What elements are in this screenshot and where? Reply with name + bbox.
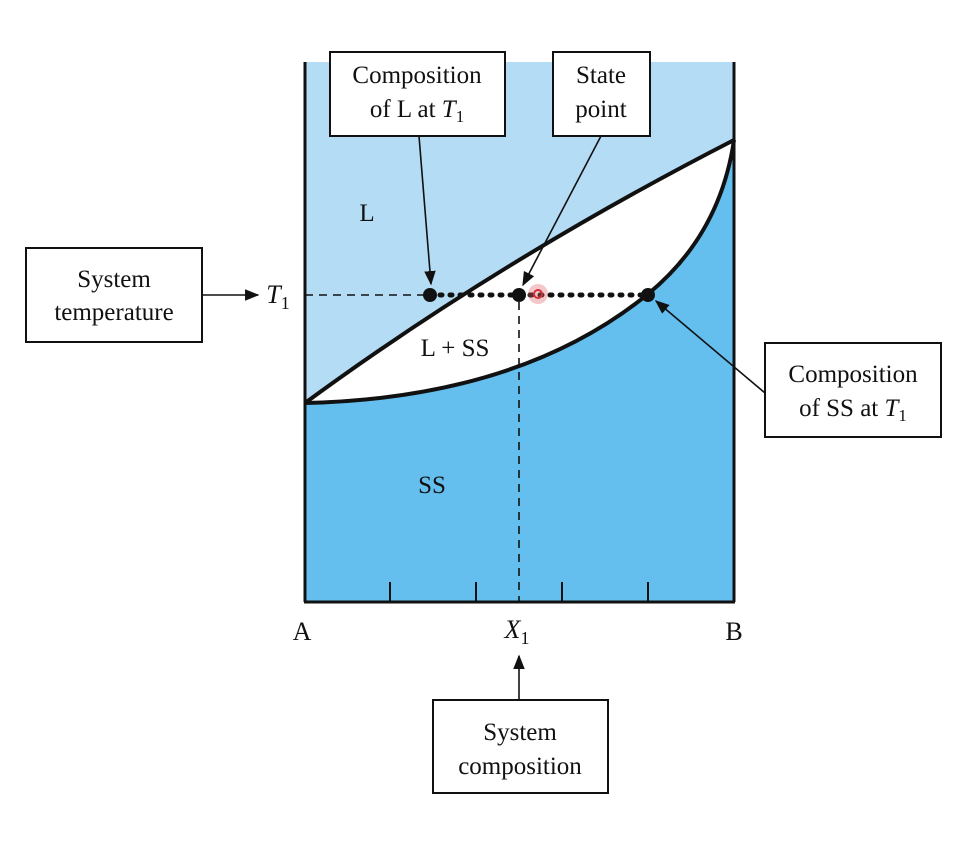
composition-ss-callout-line2: of SS at T1 — [799, 395, 907, 425]
cursor-highlight — [528, 284, 548, 304]
system-temperature-callout-line1: System — [77, 266, 151, 293]
system-composition-callout-line2: composition — [458, 753, 582, 780]
state-point-arrow — [522, 135, 602, 287]
system-temperature-callout-line2: temperature — [54, 299, 173, 326]
solid-region — [305, 140, 734, 602]
state-point-callout-line1: State — [576, 62, 626, 89]
composition-ss-callout-line1: Composition — [788, 361, 918, 388]
system-composition-callout-box — [432, 699, 609, 794]
axis-label-b: B — [725, 617, 742, 646]
axis-label-a: A — [293, 617, 312, 646]
solid-composition-point — [641, 288, 655, 302]
system-temperature-callout-box — [25, 247, 203, 343]
composition-ss-arrow — [654, 300, 766, 394]
two-phase-region-label: L + SS — [421, 335, 490, 362]
composition-l-arrow — [418, 135, 436, 286]
temperature-marker-label: T1 — [266, 280, 289, 313]
system-composition-callout-line1: System — [483, 719, 557, 746]
composition-l-callout-line2: of L at T1 — [370, 96, 464, 126]
state-point-callout-line2: point — [575, 96, 626, 123]
composition-l-callout-line1: Composition — [352, 62, 482, 89]
solidus-curve — [304, 139, 736, 405]
cursor-highlight-ring — [533, 289, 543, 299]
state-point — [512, 288, 526, 302]
solid-region-label: SS — [418, 472, 446, 499]
liquid-composition-point — [423, 288, 437, 302]
liquidus-curve — [303, 138, 735, 405]
composition-ss-callout-box — [764, 342, 942, 438]
liquid-region-label: L — [359, 200, 374, 227]
two-phase-region — [305, 140, 734, 403]
state-point-callout-box — [552, 51, 651, 137]
composition-l-callout-box — [329, 51, 506, 137]
composition-marker-label: X1 — [504, 615, 530, 648]
